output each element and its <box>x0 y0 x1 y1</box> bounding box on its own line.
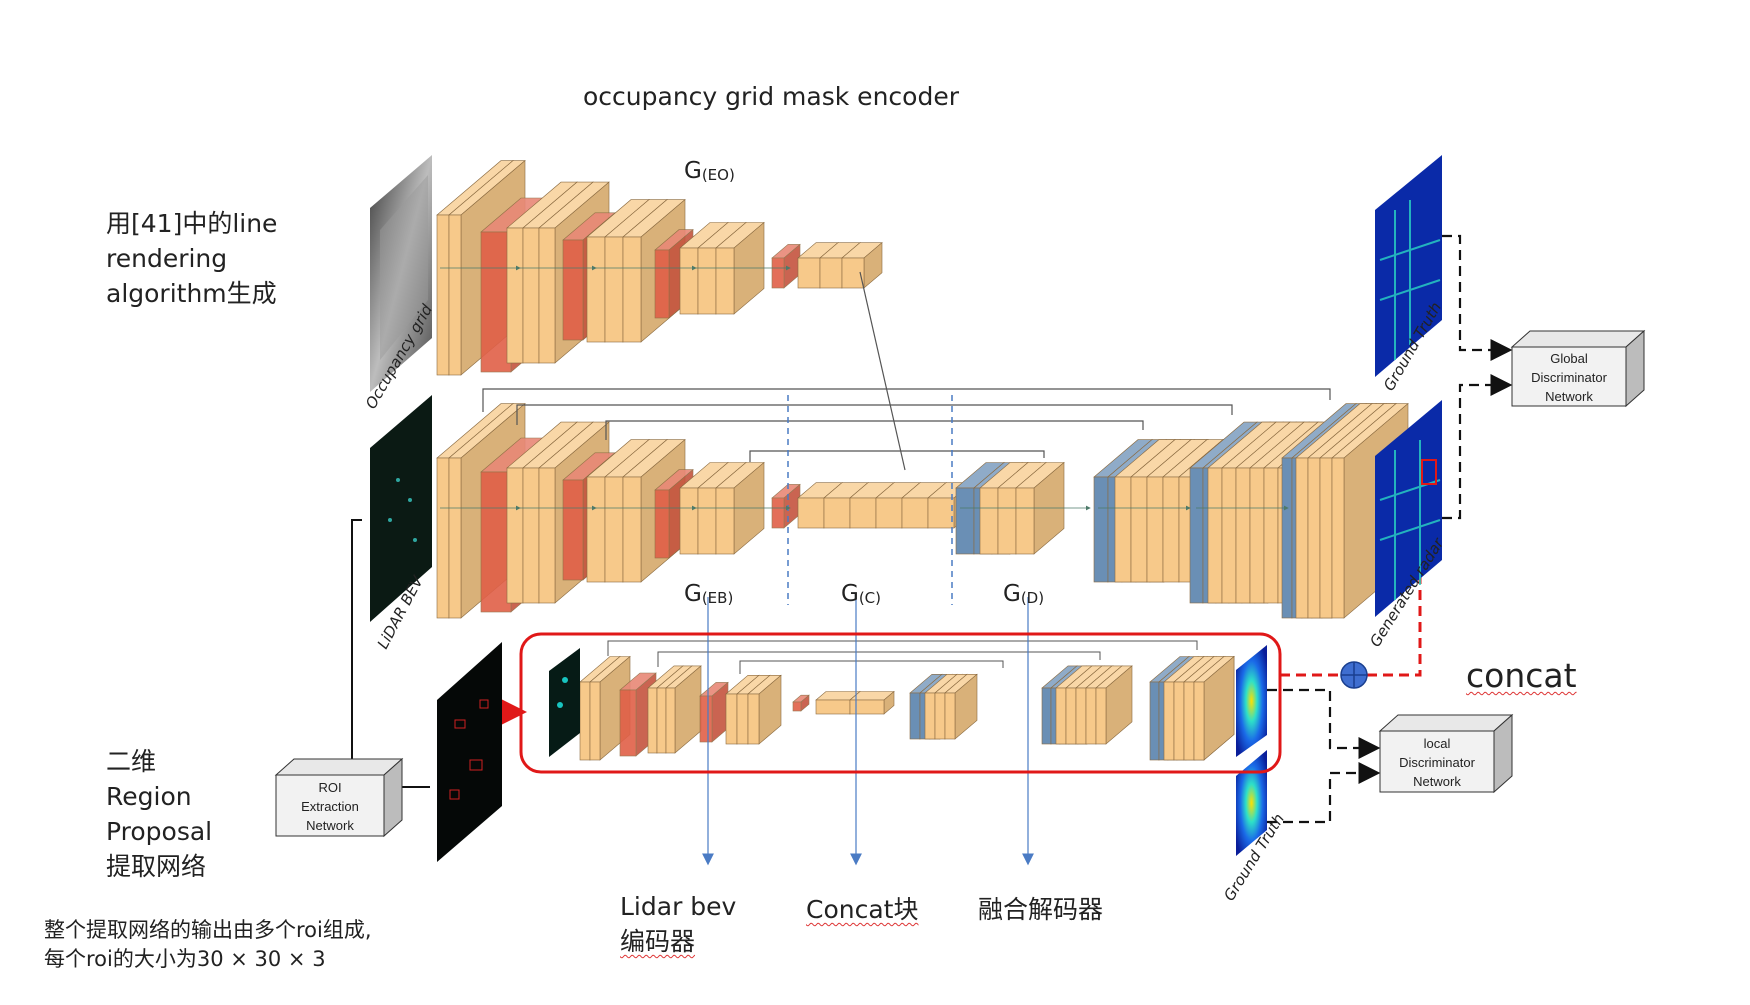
concat-label: concat <box>1466 656 1577 695</box>
concat-block-label: Concat块 <box>806 895 919 924</box>
roi-gt-to-local-disc <box>1267 762 1381 824</box>
roi-to-lidar-link <box>351 519 362 759</box>
g-eb-label: G(EB) <box>684 581 734 607</box>
roi-enc-conv2 <box>665 665 702 754</box>
roi-dec-conv3 <box>1193 655 1235 761</box>
line-render-note-2: rendering <box>106 244 228 273</box>
roi-enc-conv3 <box>747 674 782 745</box>
roi-concat <box>849 690 895 715</box>
roi-output-note-1: 整个提取网络的输出由多个roi组成, <box>44 918 372 942</box>
roi-extraction-box: ROI Extraction Network <box>274 757 404 838</box>
g-c-label: G(C) <box>841 581 882 607</box>
roi-bev-image <box>437 642 502 862</box>
roi-ground-truth-heatmap-image <box>1236 750 1267 856</box>
network-layers <box>436 159 1409 761</box>
enc-o-pool4 <box>771 243 801 289</box>
skip-connection-1 <box>482 388 1331 412</box>
roi-skip-1 <box>607 640 1198 656</box>
local-discriminator-line3: Network <box>1413 774 1461 789</box>
lidar-bev-image <box>370 395 432 622</box>
roi-note-3: Proposal <box>106 817 213 846</box>
line-render-note-1: 用[41]中的line <box>106 209 278 238</box>
roi-note-1: 二维 <box>106 747 157 776</box>
concat-operator-icon <box>1340 661 1368 689</box>
roi-small-image <box>549 648 580 757</box>
occupancy-grid-image <box>370 155 432 392</box>
global-discriminator-line3: Network <box>1545 389 1593 404</box>
skip-connection-3 <box>605 420 1144 440</box>
local-discriminator-line2: Discriminator <box>1399 755 1476 770</box>
global-discriminator-line1: Global <box>1550 351 1588 366</box>
g-d-label: G(D) <box>1003 581 1045 607</box>
roi-dec-conv2 <box>1095 665 1133 745</box>
fusion-decoder-label: 融合解码器 <box>978 895 1104 924</box>
global-discriminator-box: Global Discriminator Network <box>1510 329 1646 408</box>
gt-to-global-disc <box>1442 234 1513 361</box>
roi-skip-3 <box>739 660 1004 674</box>
enc-b-pool4 <box>771 483 801 529</box>
roi-dec-conv1 <box>944 673 978 740</box>
lidar-bev-encoder-label-2: 编码器 <box>620 927 696 956</box>
roi-note-2: Region <box>106 782 192 811</box>
roi-output-heatmap-image <box>1236 645 1267 757</box>
roi-enc-pool2 <box>699 681 729 743</box>
roi-out-to-local-disc <box>1267 688 1381 759</box>
roi-enc-pool3 <box>792 694 810 712</box>
skip-connection-4 <box>749 450 1045 462</box>
roi-extraction-line3: Network <box>306 818 354 833</box>
ground-truth-top-image <box>1375 155 1442 377</box>
encoder-title: occupancy grid mask encoder <box>583 82 959 111</box>
g-eo-label: G(EO) <box>684 158 735 184</box>
global-discriminator-line2: Discriminator <box>1531 370 1608 385</box>
skip-connection-2 <box>516 404 1233 425</box>
roi-branch-highlight <box>519 632 1282 774</box>
gen-to-global-disc <box>1442 374 1513 520</box>
line-render-note-3: algorithm生成 <box>106 279 277 308</box>
local-discriminator-line1: local <box>1424 736 1451 751</box>
occupancy-to-concat <box>859 271 906 471</box>
roi-extraction-line2: Extraction <box>301 799 359 814</box>
enc-o-conv5 <box>841 242 883 289</box>
local-discriminator-box: local Discriminator Network <box>1378 713 1514 794</box>
lidar-bev-encoder-label-1: Lidar bev <box>620 892 737 921</box>
roi-extraction-line1: ROI <box>318 780 341 795</box>
roi-note-4: 提取网络 <box>106 852 207 881</box>
roi-output-note-2: 每个roi的大小为30 × 30 × 3 <box>44 947 326 971</box>
generated-radar-image <box>1375 400 1442 617</box>
roi-skip-2 <box>657 651 1101 667</box>
